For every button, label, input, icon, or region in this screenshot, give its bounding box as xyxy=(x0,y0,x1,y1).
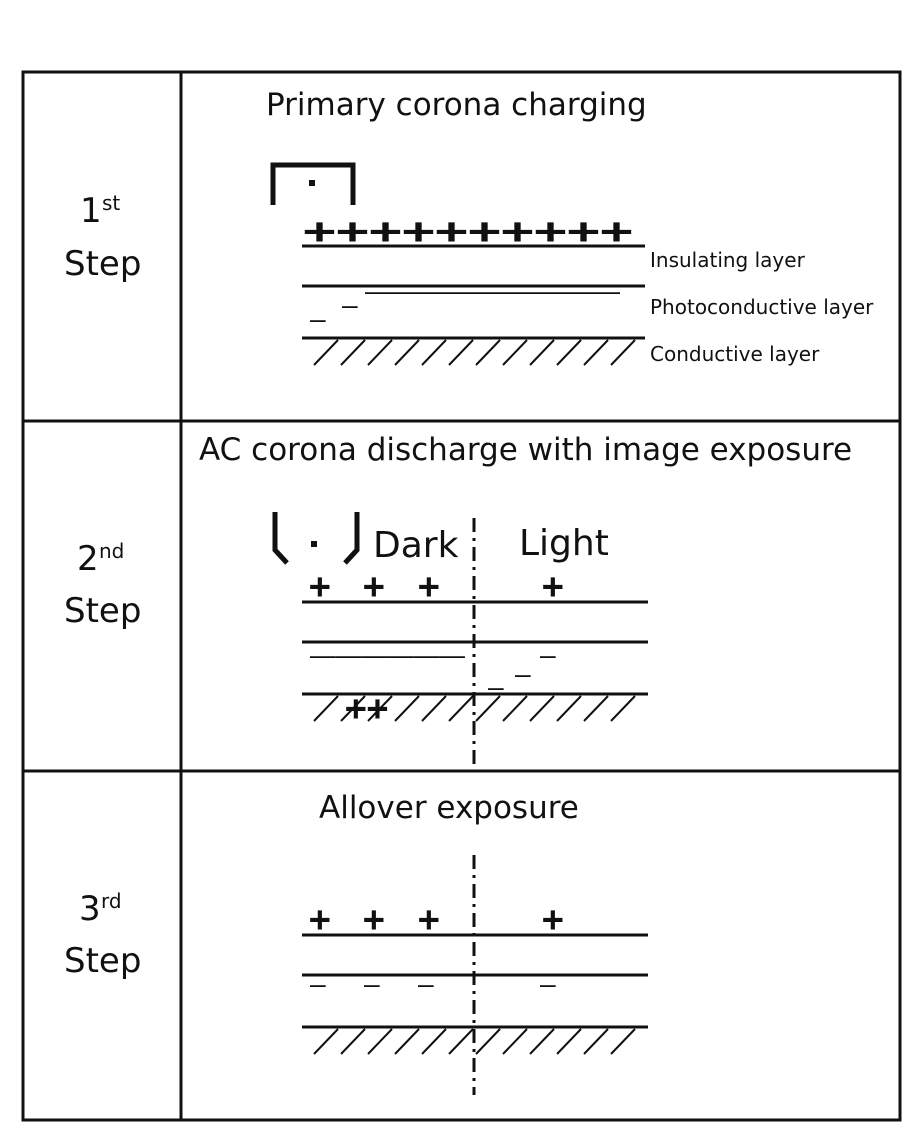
negative-charge: – xyxy=(364,970,380,1000)
dark-label: Dark xyxy=(373,525,459,566)
negative-charge: – xyxy=(310,305,326,335)
step-1-panel: Primary corona charging ++++++++++ –––––… xyxy=(266,87,874,366)
step-3-layer-lines xyxy=(302,933,648,1029)
step-2-number: 2 xyxy=(77,539,99,579)
step-1-word: Step xyxy=(64,244,141,284)
negative-charge: – xyxy=(342,291,358,321)
positive-charge: + xyxy=(418,899,440,940)
positive-charge: + xyxy=(418,566,440,607)
negative-charge: – xyxy=(310,970,326,1000)
corona-wire-icon xyxy=(311,541,317,547)
insulating-layer-label: Insulating layer xyxy=(650,248,806,272)
dark-negative-charges: –––––– xyxy=(310,641,466,671)
step-2-title: AC corona discharge with image exposure xyxy=(199,432,852,468)
positive-charge: + xyxy=(309,899,331,940)
step-3-panel: Allover exposure + + + + – – – – xyxy=(302,790,648,1095)
table-frame xyxy=(21,70,902,1122)
conductive-hatching xyxy=(313,1028,636,1055)
corona-wire-icon xyxy=(309,180,315,186)
step-3-title: Allover exposure xyxy=(319,790,579,826)
step-1-suffix: st xyxy=(102,191,120,215)
positive-charge: + xyxy=(542,566,564,607)
conductive-positive-charges: ++ xyxy=(345,688,388,729)
step-3-suffix: rd xyxy=(101,889,122,913)
positive-charge: + xyxy=(363,566,385,607)
step-2-layer-lines xyxy=(302,600,648,696)
step-1-layer-lines xyxy=(302,244,645,340)
negative-charge: – xyxy=(488,673,504,703)
step-3-word: Step xyxy=(64,941,141,981)
ac-corona-icon xyxy=(272,512,360,565)
corona-charger-icon xyxy=(270,162,356,205)
negative-charge: – xyxy=(540,970,556,1000)
photoconductive-layer-label: Photoconductive layer xyxy=(650,295,874,319)
step-2-panel: AC corona discharge with image exposure … xyxy=(199,432,852,765)
negative-charge: – xyxy=(540,641,556,671)
step-3-number: 3 xyxy=(79,889,101,929)
conductive-hatching xyxy=(313,695,636,722)
step-2-word: Step xyxy=(64,591,141,631)
positive-charge: + xyxy=(542,899,564,940)
step-1-number: 1 xyxy=(80,191,102,231)
step-2-suffix: nd xyxy=(99,539,124,563)
positive-charge: + xyxy=(363,899,385,940)
conductive-layer-label: Conductive layer xyxy=(650,342,820,366)
table-border xyxy=(21,70,902,1122)
negative-charge: – xyxy=(515,660,531,690)
step-1-title: Primary corona charging xyxy=(266,87,647,123)
photoconductor-negative-charges: –––––––––– xyxy=(365,277,621,307)
negative-charge: – xyxy=(418,970,434,1000)
positive-charge: + xyxy=(309,566,331,607)
light-label: Light xyxy=(519,523,609,564)
conductive-hatching xyxy=(313,339,636,366)
